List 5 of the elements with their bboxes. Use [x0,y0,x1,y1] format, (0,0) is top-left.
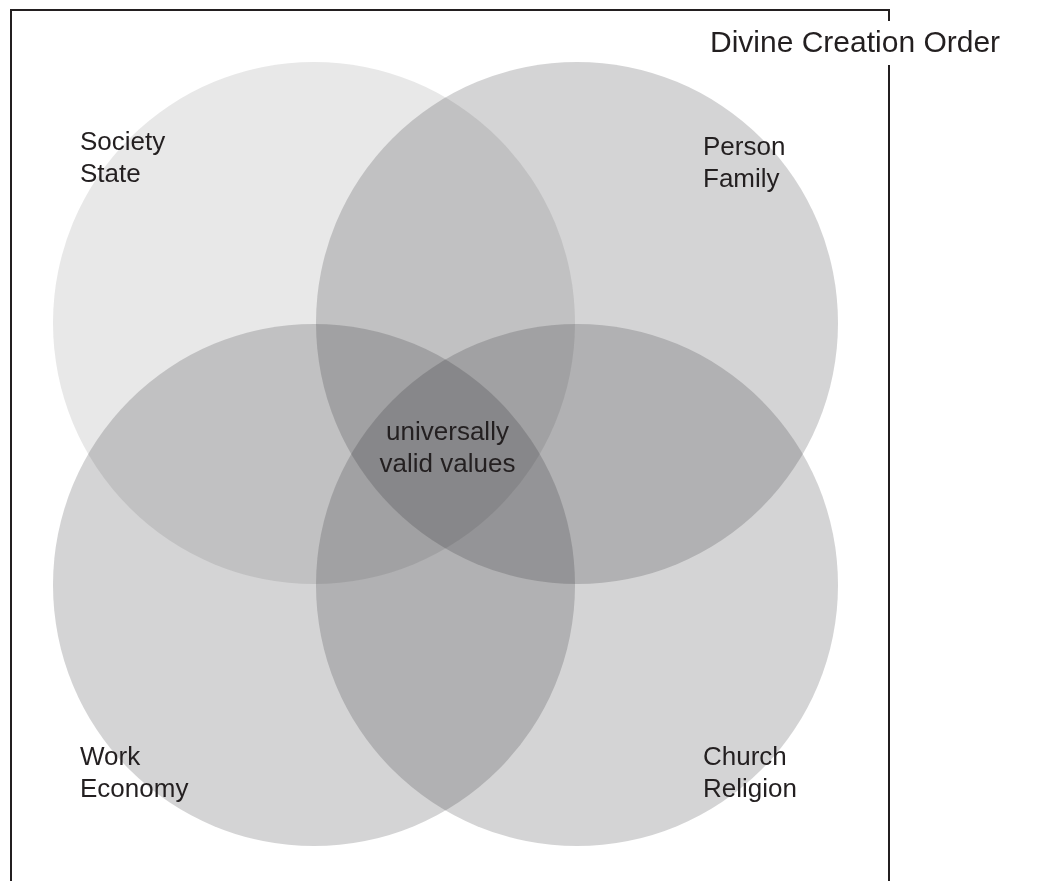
circle-label: Work Economy [80,740,190,804]
circle-label: Society State [80,125,167,189]
circle-label: Person Family [703,130,787,194]
circle-label: Church Religion [703,740,798,804]
center-label: universally valid values [378,415,517,479]
